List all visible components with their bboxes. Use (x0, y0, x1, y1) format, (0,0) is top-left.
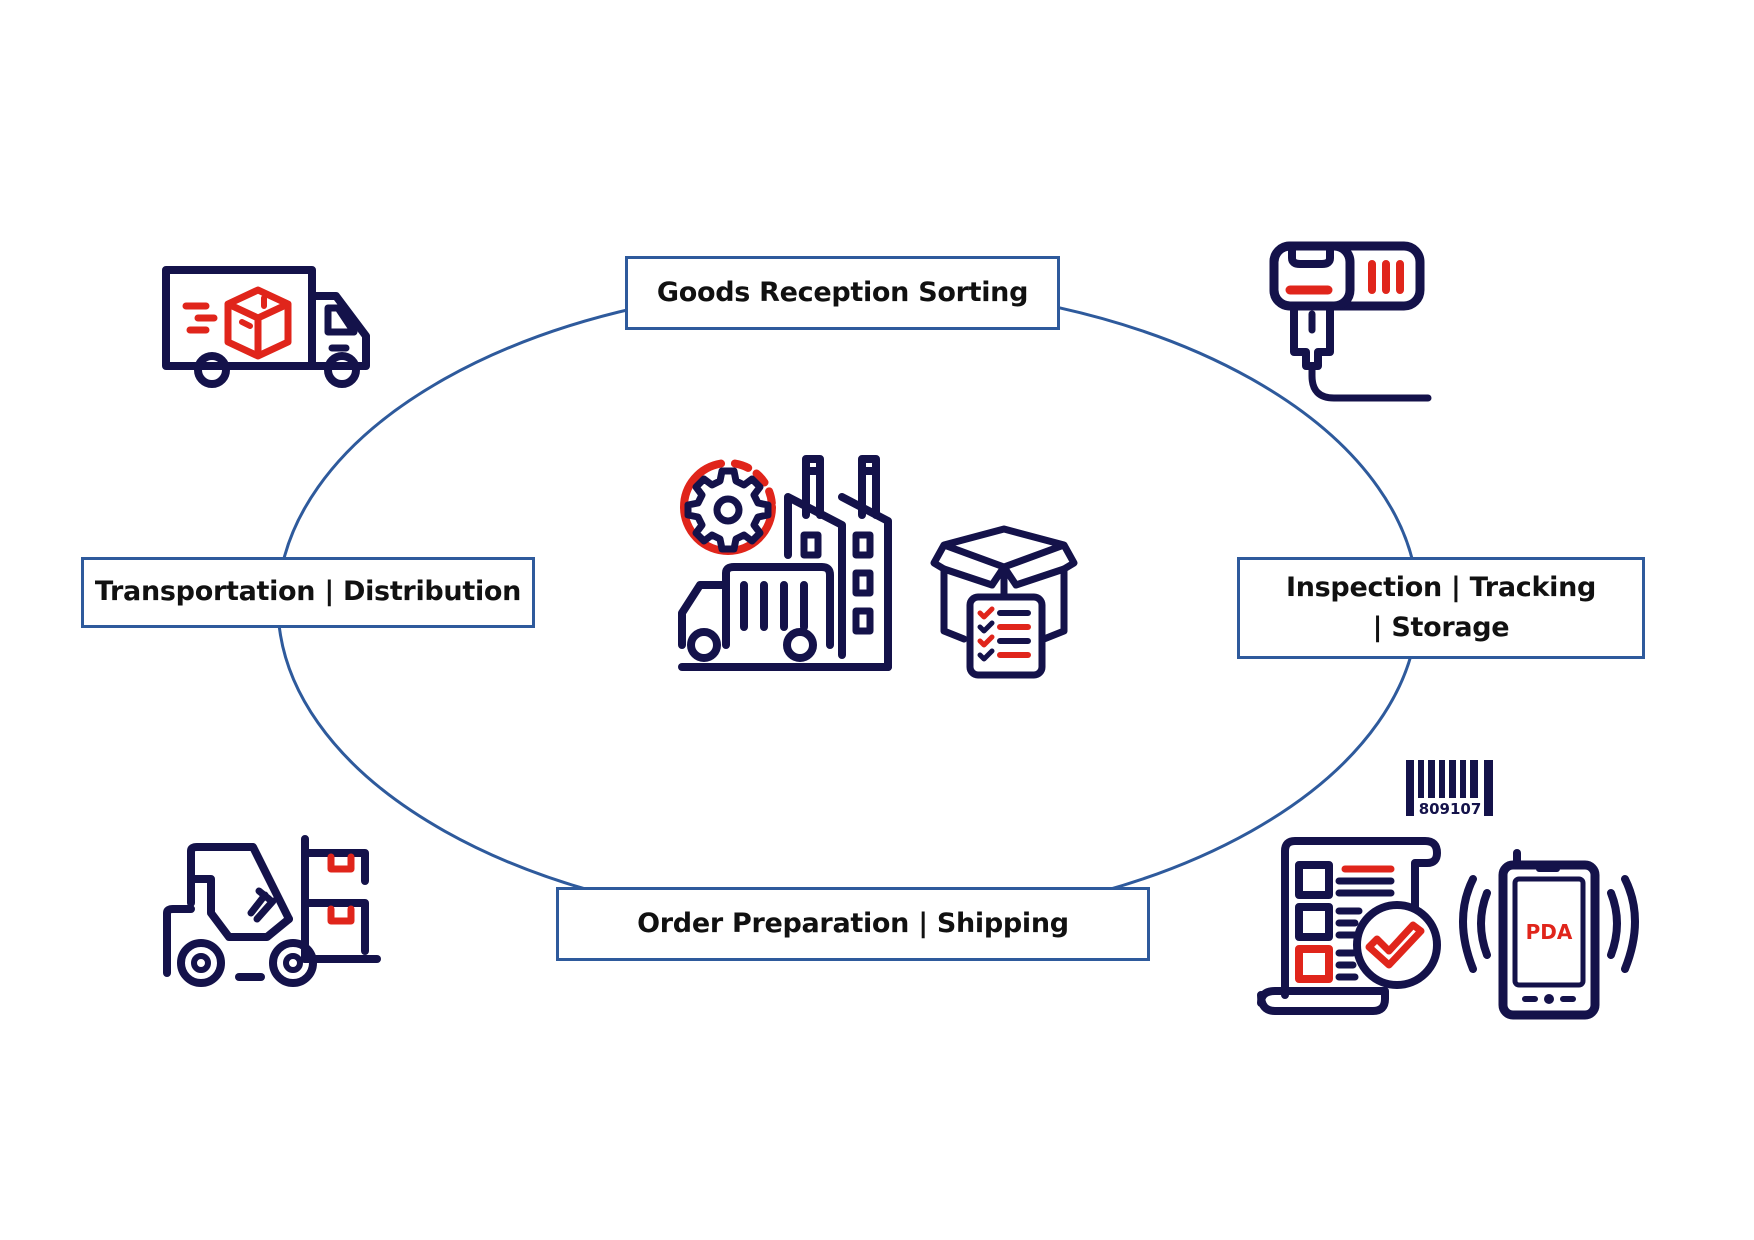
stage-label: Transportation | Distribution (94, 576, 522, 608)
checklist-pda-icon: PDA (1257, 837, 1639, 1020)
stage-label: Order Preparation | Shipping (637, 907, 1069, 939)
open-box-checklist-icon (930, 525, 1078, 679)
stage-order-preparation: Order Preparation | Shipping (556, 887, 1150, 961)
barcode-icon: 809107 (1406, 760, 1493, 818)
stage-label: Inspection | Tracking | Storage (1285, 571, 1597, 644)
checklist-document-icon (1257, 837, 1441, 1015)
delivery-truck-icon (162, 266, 370, 388)
stage-transportation: Transportation | Distribution (81, 557, 535, 628)
barcode-number: 809107 (1419, 800, 1482, 818)
pda-device-icon: PDA (1459, 849, 1639, 1020)
stage-label: Goods Reception Sorting (656, 276, 1029, 308)
stage-inspection-tracking-storage: Inspection | Tracking | Storage (1237, 557, 1645, 659)
barcode-scanner-icon (1269, 241, 1432, 402)
gear-icon (684, 467, 772, 553)
factory-warehouse-icon (678, 455, 892, 671)
pda-label: PDA (1526, 920, 1573, 944)
stage-goods-reception: Goods Reception Sorting (625, 256, 1060, 330)
forklift-icon (163, 835, 381, 987)
